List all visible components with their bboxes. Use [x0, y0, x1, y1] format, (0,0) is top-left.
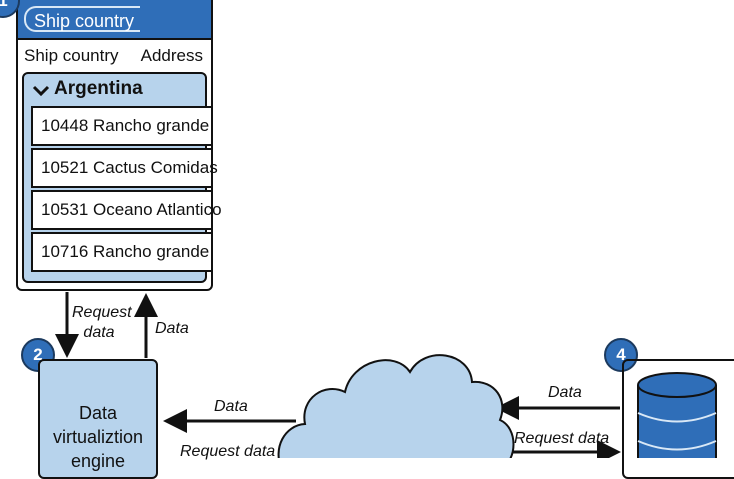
database-icon [637, 372, 717, 458]
step-badge-4: 4 [604, 338, 638, 372]
list-item[interactable]: 10716 Rancho grande [31, 232, 213, 272]
engine-request-label: Request data [180, 443, 276, 460]
request-data-label: Request data [72, 304, 132, 341]
list-item[interactable]: 10448 Rancho grande [31, 106, 213, 146]
column-ship-country[interactable]: Ship country [24, 46, 119, 65]
column-address[interactable]: Address [140, 46, 203, 65]
group-argentina: Argentina 10448 Rancho grande 10521 Cact… [22, 72, 222, 283]
engine-label: Data virtualiztion engine [52, 403, 144, 471]
group-label: Argentina [54, 78, 143, 99]
list-item[interactable]: 10521 Cactus Comidas [31, 148, 218, 188]
data-label-up: Data [155, 320, 189, 337]
engine-data-label: Data [214, 398, 248, 415]
column-headers: Ship country Address [24, 46, 203, 68]
cloud-icon [277, 354, 515, 458]
ship-country-tag[interactable]: Ship country [24, 6, 140, 32]
list-item[interactable]: 10531 Oceano Atlantico [31, 190, 222, 230]
chevron-down-icon[interactable] [32, 84, 50, 98]
data-source-box [622, 359, 734, 479]
source-data-label: Data [548, 384, 582, 401]
virtualization-engine-box: Data virtualiztion engine [38, 359, 158, 479]
source-request-label: Request data [514, 430, 610, 447]
report-panel: Ship country Ship country Address Argent… [16, 0, 222, 291]
diagram-connectors [55, 292, 717, 458]
